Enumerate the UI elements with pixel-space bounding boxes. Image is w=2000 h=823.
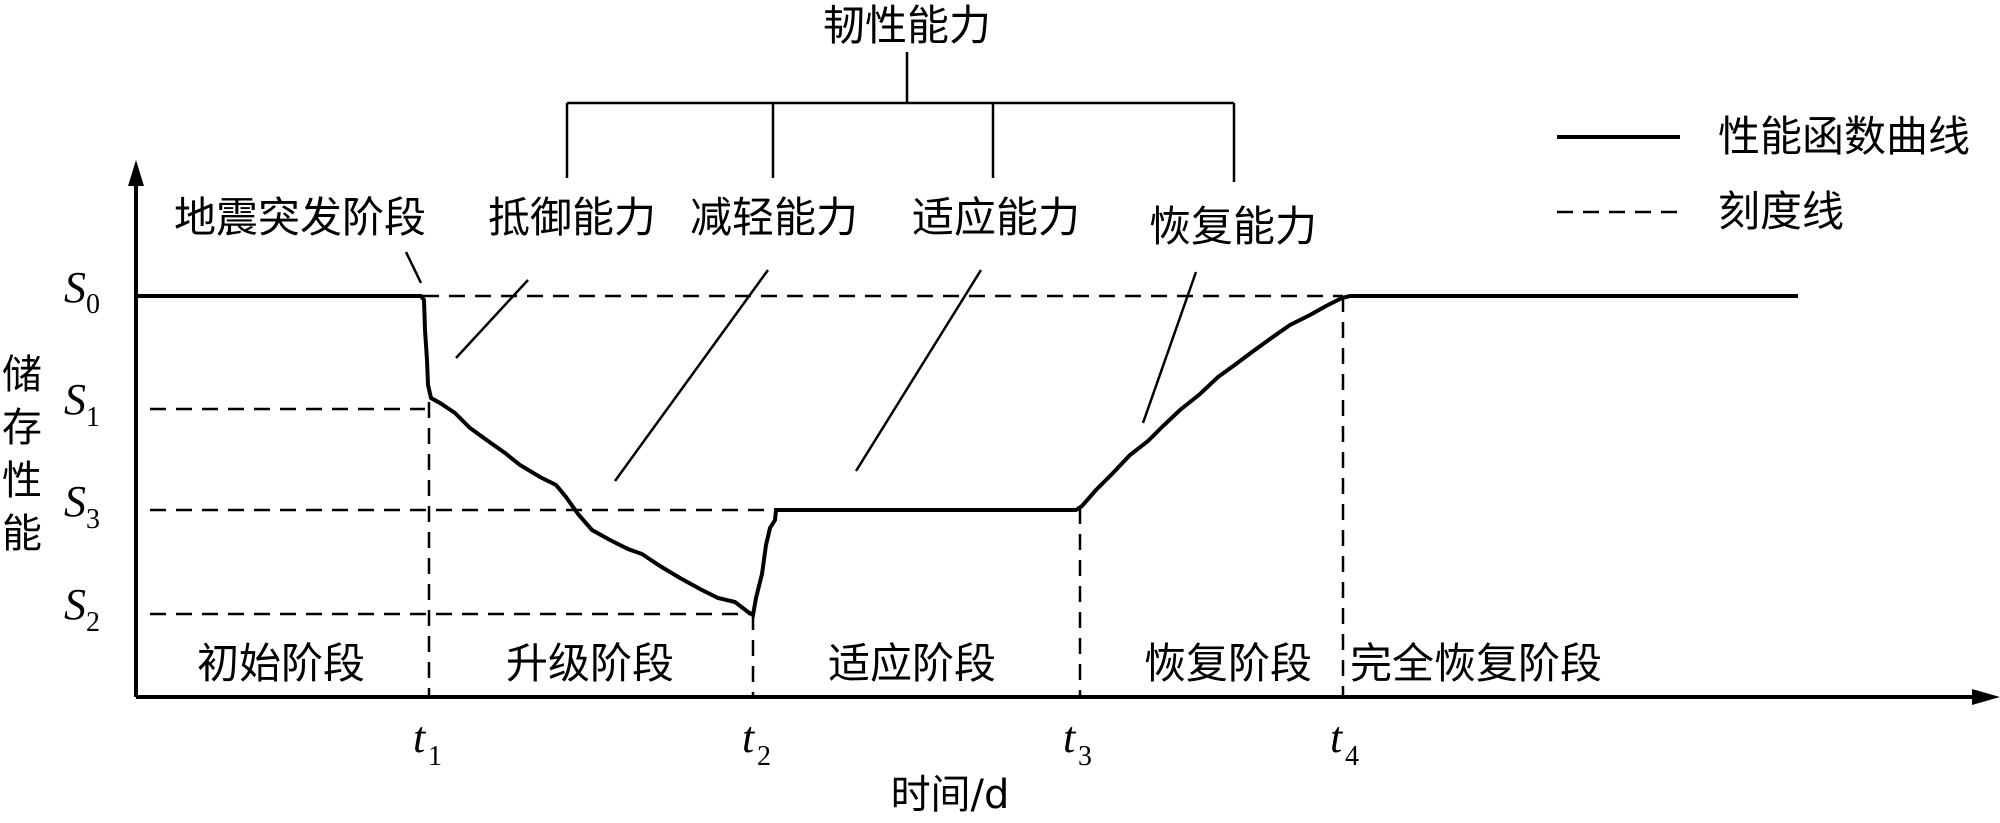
- ability-label-adaptation: 适应能力: [912, 193, 1080, 242]
- stage-label-initial: 初始阶段: [197, 639, 365, 688]
- onset-label: 地震突发阶段: [174, 193, 426, 242]
- svg-text:S: S: [64, 580, 86, 629]
- y-level-label-s3: S 3: [64, 477, 100, 535]
- x-axis-arrow: [1972, 689, 2000, 705]
- ability-label-recovery: 恢复能力: [1149, 202, 1317, 251]
- svg-text:性: 性: [2, 458, 42, 504]
- stage-label-recovery: 恢复阶段: [1144, 639, 1312, 688]
- time-dashed-lines: [427, 296, 1345, 697]
- ability-label-mitigation: 减轻能力: [690, 193, 858, 242]
- x-tick-label-t1: t 1: [413, 713, 442, 772]
- y-level-label-s0: S 0: [64, 263, 100, 320]
- svg-text:1: 1: [428, 741, 442, 772]
- svg-text:S: S: [64, 375, 86, 424]
- legend-dashed-label: 刻度线: [1718, 187, 1844, 236]
- x-tick-label-t3: t 3: [1063, 713, 1092, 772]
- svg-text:0: 0: [86, 289, 100, 320]
- x-axis-title: 时间/d: [891, 772, 1010, 818]
- axes: [128, 160, 2000, 705]
- y-level-label-s1: S 1: [64, 375, 100, 433]
- svg-text:3: 3: [1078, 741, 1092, 772]
- svg-text:储: 储: [2, 352, 42, 398]
- leader-lines: [404, 251, 1198, 482]
- svg-text:2: 2: [757, 741, 771, 772]
- svg-text:能: 能: [2, 511, 42, 557]
- x-tick-label-t4: t 4: [1330, 713, 1359, 772]
- svg-text:S: S: [64, 263, 86, 312]
- resilience-title: 韧性能力: [823, 1, 991, 50]
- svg-text:S: S: [64, 477, 86, 526]
- svg-text:t: t: [742, 713, 756, 762]
- svg-text:t: t: [1063, 713, 1077, 762]
- performance-curve: [136, 294, 1798, 619]
- svg-text:存: 存: [2, 405, 42, 451]
- svg-text:2: 2: [86, 607, 100, 638]
- stage-label-full-recovery: 完全恢复阶段: [1350, 639, 1602, 688]
- y-level-label-s2: S 2: [64, 580, 100, 638]
- y-axis-title: 储 存 性 能: [2, 352, 42, 557]
- svg-text:4: 4: [1345, 741, 1359, 772]
- y-axis-arrow: [128, 160, 144, 186]
- svg-text:t: t: [1330, 713, 1344, 762]
- legend-solid-label: 性能函数曲线: [1718, 112, 1970, 161]
- ability-bracket: [565, 52, 1236, 182]
- svg-text:1: 1: [86, 402, 100, 433]
- svg-text:3: 3: [86, 504, 100, 535]
- x-tick-label-t2: t 2: [742, 713, 771, 772]
- ability-label-resistance: 抵御能力: [488, 193, 656, 242]
- stage-label-adaptation: 适应阶段: [828, 639, 996, 688]
- level-dashed-lines: [150, 294, 1343, 616]
- stage-label-escalation: 升级阶段: [506, 639, 674, 688]
- svg-text:t: t: [413, 713, 427, 762]
- legend: 性能函数曲线 刻度线: [1557, 112, 1970, 236]
